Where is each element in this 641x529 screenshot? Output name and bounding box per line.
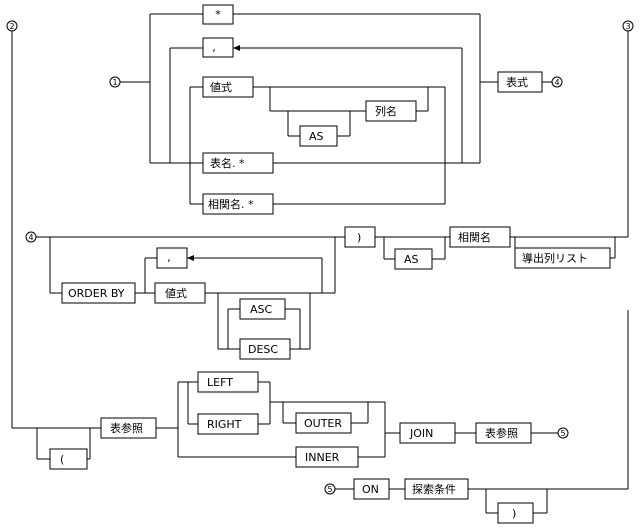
marker-4-right: 4 <box>551 76 563 88</box>
corr-star-label: 相関名. * <box>208 197 254 211</box>
svg-text:3: 3 <box>625 22 630 31</box>
star-label: * <box>215 8 221 21</box>
join-label: JOIN <box>409 427 433 440</box>
svg-text:4: 4 <box>554 78 559 87</box>
svg-text:5: 5 <box>560 429 565 438</box>
corr-name-box <box>449 226 511 248</box>
marker-1: 1 <box>109 76 121 88</box>
column-name-label: 列名 <box>375 104 397 118</box>
join-section: ( 表参照 LEFT RIGHT OUTER INNER <box>12 371 569 470</box>
order-by-section: 4 ORDER BY , 値式 ASC DESC <box>25 226 628 360</box>
outer-label: OUTER <box>304 417 342 430</box>
svg-text:5: 5 <box>327 485 332 494</box>
open-paren-box <box>49 448 88 470</box>
comma-box <box>202 37 234 58</box>
select-list-section: 1 * , 値式 列名 <box>109 4 563 215</box>
table-ref2-label: 表参照 <box>485 426 518 440</box>
desc-label: DESC <box>248 343 278 356</box>
order-comma-label: , <box>167 251 171 264</box>
comma-label: , <box>212 41 216 54</box>
svg-text:1: 1 <box>112 78 117 87</box>
asc-label: ASC <box>250 303 273 316</box>
close-paren-label: ) <box>357 231 361 244</box>
star-box <box>202 4 234 25</box>
value-expr-label: 値式 <box>210 81 232 94</box>
inner-label: INNER <box>305 451 340 464</box>
svg-text:4: 4 <box>28 233 33 242</box>
search-cond-label: 探索条件 <box>412 482 456 496</box>
derived-col-list-label: 導出列リスト <box>522 251 588 265</box>
svg-text:2: 2 <box>9 22 14 31</box>
as-box <box>299 125 338 147</box>
right-label: RIGHT <box>207 418 242 431</box>
on-close-paren-label: ) <box>512 507 516 520</box>
table-expr-label: 表式 <box>506 75 528 89</box>
as2-label: AS <box>404 253 419 266</box>
marker-4-left: 4 <box>25 231 37 243</box>
on-section: 5 ON 探索条件 ) <box>324 310 629 524</box>
marker-2: 2 <box>6 20 18 32</box>
marker-3: 3 <box>622 20 634 32</box>
order-value-expr-label: 値式 <box>165 287 187 300</box>
marker-5-right: 5 <box>557 427 569 439</box>
table-star-label: 表名. * <box>210 156 245 170</box>
order-by-label: ORDER BY <box>68 287 125 300</box>
table-ref-label: 表参照 <box>110 421 143 435</box>
on-label: ON <box>362 483 379 496</box>
column-name-box <box>365 100 417 122</box>
left-label: LEFT <box>207 376 233 389</box>
order-comma-box <box>156 247 188 269</box>
as-label: AS <box>309 130 324 143</box>
corr-name-label: 相関名 <box>458 230 491 244</box>
marker-5-left: 5 <box>324 483 336 495</box>
open-paren-label: ( <box>60 453 64 466</box>
